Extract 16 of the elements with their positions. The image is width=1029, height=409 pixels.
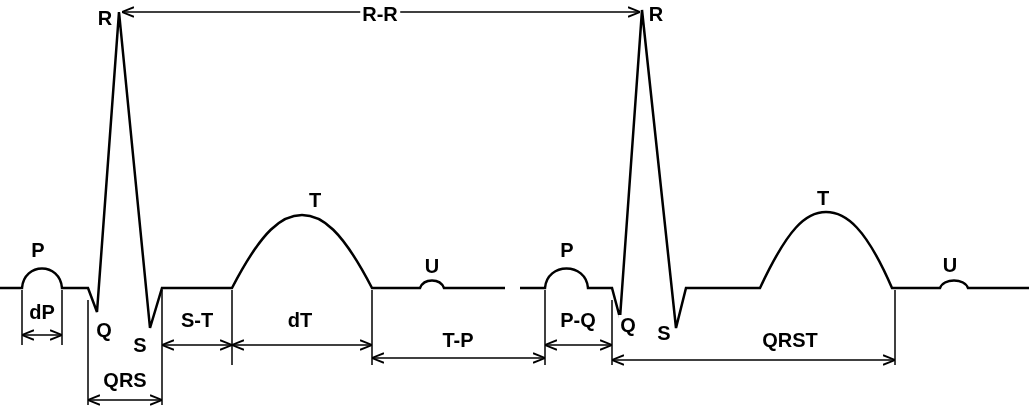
interval-label: S-T [178, 310, 216, 330]
wave-label: S [131, 335, 149, 355]
interval-label: T-P [440, 330, 476, 350]
wave-label: Q [94, 320, 114, 340]
wave-label: T [814, 188, 832, 208]
interval-label: dT [285, 310, 315, 330]
interval-label: dP [27, 302, 57, 322]
wave-label: P [558, 240, 576, 260]
interval-label: QRST [760, 330, 820, 350]
interval-label: QRS [101, 370, 149, 390]
interval-label: P-Q [558, 310, 598, 330]
interval-label: R-R [360, 4, 400, 24]
wave-label: P [29, 240, 47, 260]
wave-label: Q [618, 315, 638, 335]
wave-label: T [306, 190, 324, 210]
wave-label: S [655, 323, 673, 343]
